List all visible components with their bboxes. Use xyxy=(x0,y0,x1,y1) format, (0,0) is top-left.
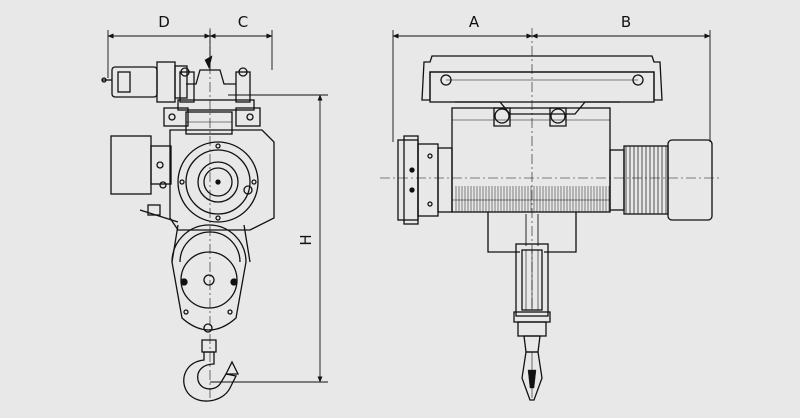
dimension-a-b xyxy=(392,30,711,142)
dimension-h xyxy=(210,94,328,383)
dim-label-b: B xyxy=(621,13,631,31)
rope-frame xyxy=(487,212,577,253)
control-box xyxy=(110,135,179,223)
drum-grooves xyxy=(455,186,610,212)
hook xyxy=(183,351,240,402)
trolley xyxy=(163,55,261,127)
dim-label-h: H xyxy=(297,234,315,245)
dim-label-a: A xyxy=(469,13,480,31)
dim-label-d: D xyxy=(158,13,170,31)
front-hook-block xyxy=(513,243,551,353)
hook-block xyxy=(171,224,251,353)
right-motor xyxy=(609,139,713,221)
front-view xyxy=(380,28,720,401)
front-trolley-frame xyxy=(421,55,663,127)
dim-label-c: C xyxy=(238,13,248,31)
hoist-body xyxy=(156,111,275,231)
left-motor xyxy=(397,135,453,225)
side-view xyxy=(101,28,328,402)
front-hook xyxy=(521,351,543,401)
trolley-motor xyxy=(101,61,188,103)
